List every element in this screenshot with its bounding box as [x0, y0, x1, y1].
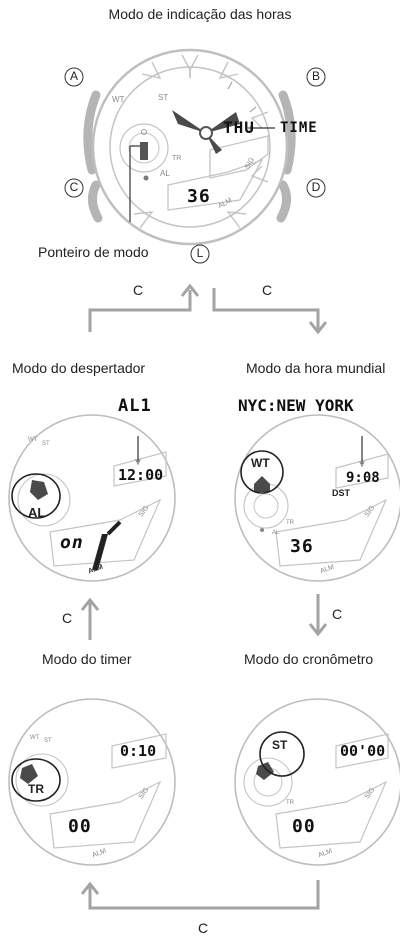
alarm-lcd-bottom-frame — [49, 498, 162, 567]
alarm-subdial — [17, 473, 71, 527]
world-small-al: AL — [272, 530, 280, 536]
flow-arrow-top-right — [212, 288, 320, 330]
title-timer: Modo do timer — [42, 651, 132, 667]
alarm-small-st: ST — [42, 441, 50, 447]
button-c-pad[interactable] — [88, 180, 103, 223]
button-d-pad[interactable] — [276, 180, 291, 223]
flow-label-top-right: C — [262, 282, 273, 298]
timer-digits: 00 — [68, 816, 92, 837]
world-header: NYC:NEW YORK — [238, 396, 354, 415]
mode-subdial — [119, 123, 169, 173]
stopwatch-lcd-right-frame — [335, 733, 389, 769]
button-d-label: D — [311, 180, 321, 194]
world-small-tr: TR — [286, 520, 294, 526]
timer-lcd-bottom-frame — [49, 780, 162, 849]
flow-label-right: C — [332, 606, 343, 622]
hour-hand — [172, 110, 206, 133]
alarm-header: AL1 — [118, 396, 152, 416]
mode-subdial-inner — [128, 132, 160, 164]
button-c-label: C — [69, 180, 79, 194]
alarm-mode-hand — [30, 480, 48, 500]
timer-watch — [8, 698, 176, 866]
alarm-on-display: on — [60, 532, 84, 553]
stopwatch-small-tr: TR — [286, 800, 294, 806]
stopwatch-digits: 00 — [292, 816, 316, 837]
subdial-indicator-dot — [143, 175, 149, 181]
button-c-badge — [64, 178, 84, 198]
alarm-badge: AL — [28, 505, 46, 520]
stopwatch-dial — [234, 698, 400, 866]
timer-subdial — [15, 753, 69, 807]
timer-badge: TR — [28, 782, 44, 796]
title-alarm: Modo do despertador — [12, 360, 146, 376]
world-watch — [234, 414, 400, 582]
dial-ticks — [189, 70, 257, 113]
lcd-frame-bottom — [167, 158, 264, 211]
top-time-label: TIME — [280, 120, 318, 136]
title-timekeeping: Modo de indicação das horas — [108, 6, 292, 22]
stopwatch-watch — [234, 698, 400, 866]
timer-dial — [8, 698, 176, 866]
alarm-small-wt: WT — [28, 437, 38, 443]
hand-pivot — [199, 126, 213, 140]
bezel-inner — [109, 66, 271, 228]
alarm-watch — [8, 414, 176, 582]
alarm-badge-ring — [11, 473, 61, 519]
title-stopwatch: Modo do cronômetro — [244, 651, 374, 667]
stopwatch-mode-hand — [256, 762, 274, 780]
stopwatch-subdial — [243, 757, 293, 807]
title-world-time: Modo da hora mundial — [246, 360, 386, 376]
dial-label-wt: WT — [112, 95, 125, 104]
timer-small-st: ST — [44, 738, 52, 744]
button-b-label: B — [311, 69, 320, 83]
button-l-badge — [190, 244, 210, 264]
timer-badge-ring — [11, 758, 61, 802]
timer-mode-hand — [20, 764, 38, 784]
button-b-badge — [306, 67, 326, 87]
flow-label-left: C — [62, 610, 73, 626]
button-b-pad[interactable] — [278, 90, 296, 175]
button-a-label: A — [69, 69, 78, 83]
dial-label-al: AL — [160, 169, 170, 178]
mode-hand — [140, 142, 148, 160]
stopwatch-badge-ring — [259, 731, 305, 777]
dial-label-tr: TR — [172, 155, 182, 162]
subdial-dot — [141, 129, 147, 135]
alarm-lcd-right-frame — [113, 451, 167, 487]
stopwatch-badge: ST — [272, 738, 288, 752]
world-dial — [234, 414, 400, 582]
timer-lcd-right-frame — [111, 733, 167, 769]
alarm-segment-bar — [92, 534, 108, 570]
button-a-pad[interactable] — [83, 90, 101, 175]
button-d-badge — [306, 178, 326, 198]
flow-arrow-top-left — [88, 290, 192, 332]
bezel-marks — [133, 54, 269, 229]
dial-label-st: ST — [158, 93, 169, 102]
stopwatch-time: 00'00 — [340, 742, 386, 760]
world-lcd-bottom-frame — [275, 498, 388, 567]
world-dst: DST — [332, 488, 350, 498]
flow-label-bottom: C — [198, 920, 209, 936]
world-badge: WT — [251, 456, 270, 470]
world-time: 9:08 — [346, 470, 380, 486]
world-mode-hand — [254, 476, 270, 492]
mode-hand-label: Ponteiro de modo — [38, 244, 149, 260]
timer-small-wt: WT — [30, 735, 40, 741]
flow-arrows — [80, 283, 328, 910]
world-badge-ring — [240, 450, 284, 494]
world-lcd-right-frame — [335, 453, 389, 489]
alarm-time: 12:00 — [118, 466, 164, 484]
button-l-label: L — [196, 246, 204, 260]
timer-time: 0:10 — [120, 742, 157, 760]
top-day-display: THU — [223, 118, 255, 137]
flow-label-top-left: C — [133, 282, 144, 298]
world-digits: 36 — [290, 536, 314, 557]
top-watch — [64, 48, 326, 264]
button-a-badge — [64, 67, 84, 87]
stopwatch-lcd-bottom-frame — [275, 780, 388, 849]
flow-arrow-bottom — [88, 880, 320, 910]
top-digits: 36 — [187, 186, 211, 207]
minute-hand — [206, 112, 240, 133]
